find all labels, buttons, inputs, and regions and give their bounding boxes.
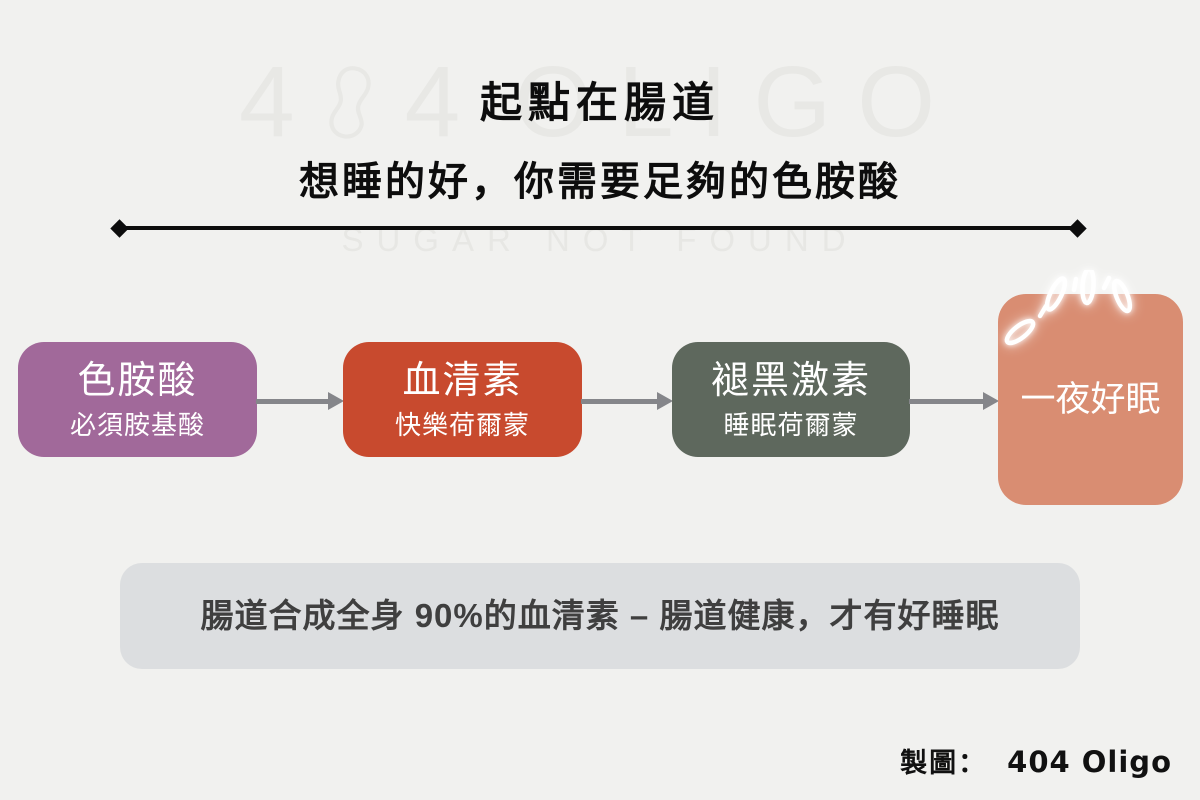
step-sublabel: 必須胺基酸 xyxy=(69,409,205,440)
page-subtitle: 想睡的好，你需要足夠的色胺酸 xyxy=(299,160,901,204)
watermark-digit: 4 xyxy=(239,46,297,158)
flow-arrow-icon xyxy=(256,392,344,410)
flow-step-serotonin: 血清素 快樂荷爾蒙 xyxy=(343,342,582,457)
credit: 製圖： 404 Oligo xyxy=(900,741,1172,780)
arrow-head xyxy=(328,392,344,410)
sparkle-burst-icon xyxy=(1004,270,1133,346)
credit-label: 製圖： xyxy=(900,748,988,778)
arrow-shaft xyxy=(909,398,986,404)
watermark-word: OLIGO xyxy=(514,46,961,158)
step-sublabel: 快樂荷爾蒙 xyxy=(394,409,530,440)
flow-step-melatonin: 褪黑激素 睡眠荷爾蒙 xyxy=(672,342,910,457)
step-label: 一夜好眠 xyxy=(1020,380,1161,419)
watermark-digit: 4 xyxy=(404,46,463,158)
arrow-head xyxy=(657,392,673,410)
callout-text: 腸道合成全身 90%的血清素 – 腸道健康，才有好睡眠 xyxy=(200,597,1000,635)
peanut-logo-icon xyxy=(328,66,371,139)
watermark-brand: 4 4 OLIGO xyxy=(0,52,1200,152)
flow-arrow-icon xyxy=(909,392,999,410)
arrow-shaft xyxy=(256,398,331,404)
arrow-shaft xyxy=(581,398,660,404)
flow-arrow-icon xyxy=(581,392,673,410)
step-label: 色胺酸 xyxy=(77,359,198,402)
credit-brand: 404 Oligo xyxy=(1007,745,1172,779)
divider-line xyxy=(119,226,1078,230)
step-label: 褪黑激素 xyxy=(710,359,871,402)
step-sublabel: 睡眠荷爾蒙 xyxy=(723,409,859,440)
arrow-head xyxy=(983,392,999,410)
page-title: 起點在腸道 xyxy=(479,79,720,126)
flow-step-tryptophan: 色胺酸 必須胺基酸 xyxy=(18,342,257,457)
callout-note: 腸道合成全身 90%的血清素 – 腸道健康，才有好睡眠 xyxy=(120,563,1080,669)
step-label: 血清素 xyxy=(402,359,523,402)
